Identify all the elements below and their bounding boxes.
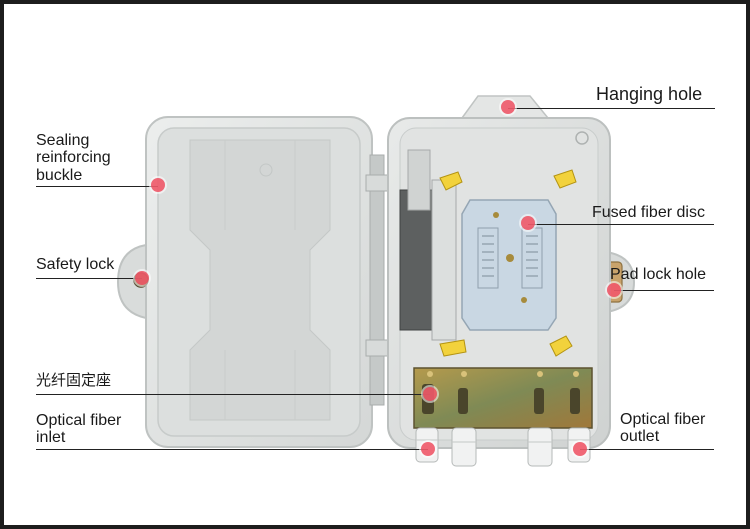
label-optical-fiber-outlet: Optical fiber outlet (620, 411, 705, 446)
leader-optical-fiber-outlet (580, 449, 714, 450)
label-sealing-line-3: buckle (36, 166, 83, 184)
label-safety-lock: Safety lock (36, 256, 114, 273)
marker-fixing-seat (423, 387, 437, 401)
marker-pad-lock-hole (607, 283, 621, 297)
leader-optical-fiber-inlet (36, 449, 428, 450)
label-fixing-seat: 光纤固定座 (36, 372, 112, 389)
fused-fiber-disc (461, 199, 557, 331)
marker-optical-fiber-outlet (573, 442, 587, 456)
marker-optical-fiber-inlet (421, 442, 435, 456)
label-fixing-seat-text: 光纤固定座 (36, 372, 112, 389)
label-sealing-line-1: Sealing (36, 132, 90, 149)
box-lid (116, 116, 373, 448)
label-hanging-hole: Hanging hole (596, 84, 703, 104)
leader-fused-fiber-disc (528, 224, 714, 225)
label-inlet-line-1: Optical fiber (36, 412, 122, 429)
label-hanging-hole-text: Hanging hole (596, 84, 703, 104)
leader-pad-lock-hole (614, 290, 714, 291)
leader-fixing-seat (36, 394, 430, 395)
marker-hanging-hole (501, 100, 515, 114)
label-outlet-line-1: Optical fiber (620, 411, 706, 428)
leader-hanging-hole (508, 108, 715, 109)
marker-safety-lock (135, 271, 149, 285)
leader-sealing-buckle (36, 186, 158, 187)
label-pad-lock-hole: Pad lock hole (610, 266, 706, 283)
marker-sealing-buckle (151, 178, 165, 192)
label-outlet-line-2: outlet (620, 428, 660, 446)
label-fused-fiber-disc: Fused fiber disc (592, 204, 705, 221)
hinge (365, 154, 389, 406)
box-base (387, 95, 636, 467)
marker-fused-fiber-disc (521, 216, 535, 230)
fiber-fixing-seat (413, 367, 593, 429)
label-safety-lock-text: Safety lock (36, 256, 115, 273)
label-fused-fiber-disc-text: Fused fiber disc (592, 204, 705, 221)
leader-safety-lock (36, 278, 142, 279)
label-pad-lock-hole-text: Pad lock hole (610, 266, 707, 283)
label-sealing-line-2: reinforcing (36, 149, 111, 167)
label-sealing-buckle: Sealing reinforcing buckle (36, 132, 111, 184)
label-optical-fiber-inlet: Optical fiber inlet (36, 412, 121, 447)
label-inlet-line-2: inlet (36, 429, 66, 447)
